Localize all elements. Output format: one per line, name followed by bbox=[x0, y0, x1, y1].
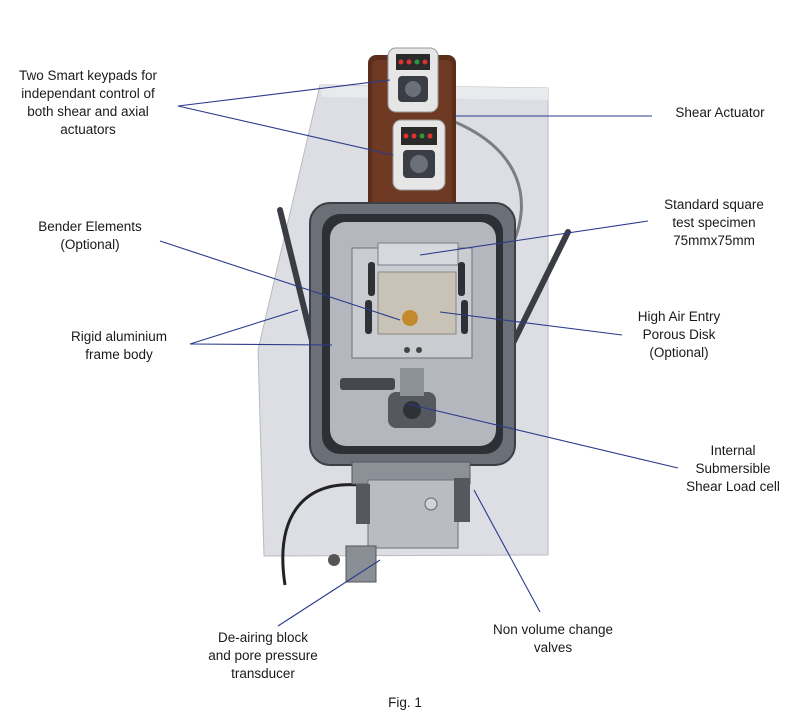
callout-line: (Optional) bbox=[60, 237, 120, 252]
leader-line bbox=[177, 105, 394, 156]
leader-lines bbox=[159, 79, 679, 627]
callout-line: Submersible bbox=[695, 461, 771, 476]
valve bbox=[356, 484, 370, 524]
leader-line bbox=[189, 309, 299, 345]
figure-caption: Fig. 1 bbox=[388, 695, 422, 710]
callout-line: frame body bbox=[85, 347, 153, 362]
cable bbox=[281, 483, 361, 586]
deairing-block-callout: De-airing block and pore pressure transd… bbox=[180, 629, 346, 683]
shear-actuator-callout: Shear Actuator bbox=[660, 104, 780, 122]
callout-line: 75mmx75mm bbox=[673, 233, 755, 248]
callout-line: Porous Disk bbox=[642, 327, 716, 342]
callout-line: (Optional) bbox=[649, 345, 709, 360]
leader-line bbox=[189, 343, 333, 346]
test-specimen bbox=[377, 271, 457, 335]
callout-line: independant control of bbox=[21, 86, 155, 101]
porous-disk bbox=[402, 310, 418, 326]
leader-line bbox=[439, 311, 623, 336]
callout-line: valves bbox=[533, 640, 573, 655]
frame-rod bbox=[509, 229, 571, 348]
callout-line: transducer bbox=[231, 666, 295, 681]
valves-callout: Non volume change valves bbox=[480, 621, 626, 657]
callout-line: actuators bbox=[60, 122, 116, 137]
callout-line: Two Smart keypads for bbox=[18, 68, 158, 83]
cable bbox=[454, 120, 523, 251]
callout-line: Shear Actuator bbox=[675, 105, 765, 120]
leader-line bbox=[419, 220, 649, 256]
callout-line: Bender Elements bbox=[38, 219, 142, 234]
deairing-block bbox=[345, 545, 377, 583]
callout-line: test specimen bbox=[672, 215, 756, 230]
callout-line: and pore pressure bbox=[208, 648, 318, 663]
square-specimen-callout: Standard square test specimen 75mmx75mm bbox=[652, 196, 776, 250]
valve bbox=[454, 478, 470, 522]
callout-line: De-airing block bbox=[217, 630, 309, 645]
leader-line bbox=[407, 403, 679, 469]
keypad bbox=[392, 119, 446, 191]
porous-disk-callout: High Air Entry Porous Disk (Optional) bbox=[620, 308, 738, 362]
leader-line bbox=[177, 79, 391, 107]
leader-line bbox=[277, 559, 381, 627]
callout-line: Non volume change bbox=[492, 622, 614, 637]
leader-line bbox=[473, 489, 541, 613]
bender-elements-callout: Bender Elements (Optional) bbox=[20, 218, 160, 254]
callout-line: both shear and axial bbox=[27, 104, 149, 119]
callout-line: Standard square bbox=[664, 197, 764, 212]
load-cell-callout: Internal Submersible Shear Load cell bbox=[668, 442, 798, 496]
keypads-callout: Two Smart keypads for independant contro… bbox=[8, 67, 168, 139]
frame-body-callout: Rigid aluminium frame body bbox=[50, 328, 188, 364]
callout-line: Rigid aluminium bbox=[70, 329, 168, 344]
callout-line: Shear Load cell bbox=[686, 479, 780, 494]
keypad bbox=[387, 47, 439, 113]
callout-line: High Air Entry bbox=[637, 309, 721, 324]
leader-line bbox=[159, 240, 401, 321]
callout-line: Internal bbox=[710, 443, 756, 458]
